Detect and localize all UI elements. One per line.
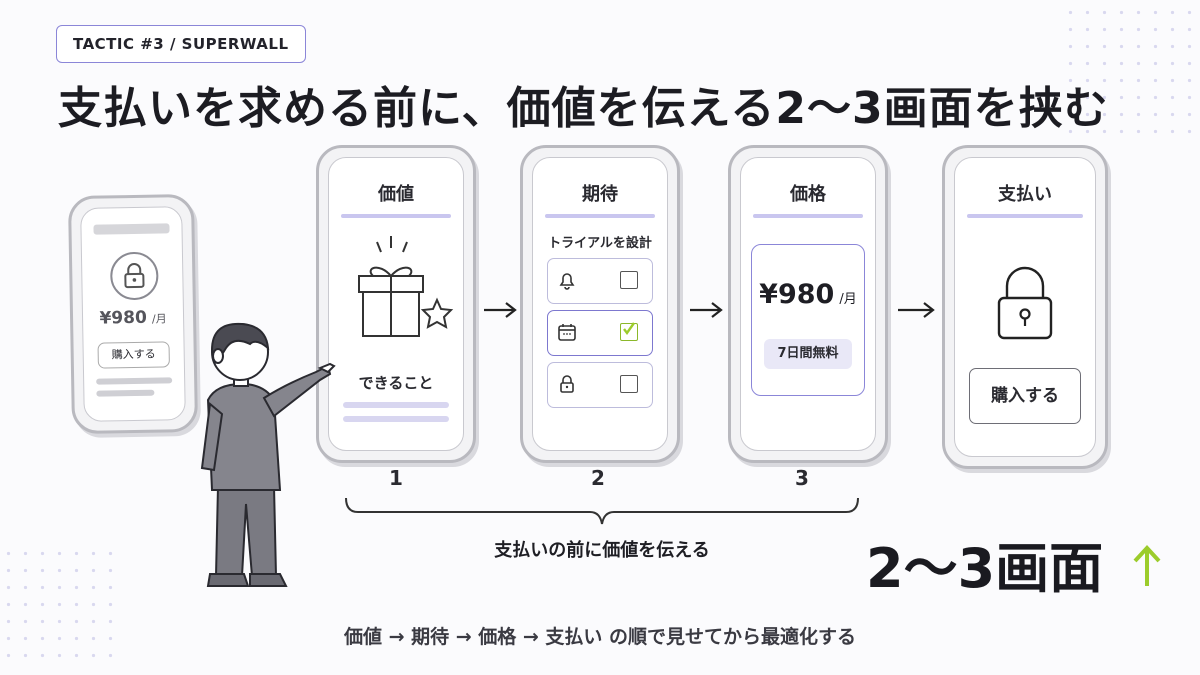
person-pointing-illustration xyxy=(200,322,336,587)
price-card-price-row: ¥980 /月 xyxy=(752,279,864,310)
footer-caption: 価値 → 期待 → 価格 → 支払い の順で見せてから最適化する xyxy=(343,626,857,648)
left-phone-price: ¥980 xyxy=(99,307,147,329)
trial-checkbox-2-checked[interactable] xyxy=(620,322,638,341)
left-phone-line-1 xyxy=(96,377,173,385)
phone-value-caption: できること xyxy=(358,374,434,392)
phone-value-screen: 価値 できること xyxy=(328,157,464,451)
phone-payment: 支払い 購入する xyxy=(942,145,1108,469)
phone-value: 価値 できること xyxy=(316,145,476,463)
phone-value-accent-bar xyxy=(341,214,451,218)
phone-expectation-accent-bar xyxy=(545,214,655,218)
bell-icon xyxy=(559,273,575,290)
big-screen-count: 2〜3画面 xyxy=(866,537,1104,600)
phone-expectation: 期待 トライアルを設計 xyxy=(520,145,680,463)
left-phone-unit: /月 xyxy=(151,312,167,326)
left-phone-screen: ¥980 /月 購入する xyxy=(80,206,186,422)
left-paywall-phone: ¥980 /月 購入する xyxy=(67,193,199,435)
left-phone-lock-circle xyxy=(109,251,159,301)
step-number-1: 1 xyxy=(389,466,403,490)
phone-payment-title: 支払い xyxy=(998,184,1052,205)
bracket-brace xyxy=(345,497,859,525)
arrow-right-1 xyxy=(484,302,517,318)
price-card: ¥980 /月 7日間無料 xyxy=(751,244,865,396)
check-icon xyxy=(623,322,635,336)
phone-expectation-screen: 期待 トライアルを設計 xyxy=(532,157,668,451)
page-title: 支払いを求める前に、価値を伝える2〜3画面を挟む xyxy=(58,83,1109,134)
free-trial-badge: 7日間無料 xyxy=(764,339,852,369)
trial-checkbox-3[interactable] xyxy=(620,375,638,393)
phone-value-title: 価値 xyxy=(378,184,414,205)
price-card-unit: /月 xyxy=(839,292,857,307)
trial-option-row-calendar[interactable] xyxy=(547,310,653,356)
left-phone-buy-button[interactable]: 購入する xyxy=(97,341,170,369)
phone-expectation-subtitle: トライアルを設計 xyxy=(548,236,652,251)
buy-button[interactable]: 購入する xyxy=(969,368,1081,424)
left-phone-header-bar xyxy=(93,223,170,235)
arrow-up-icon xyxy=(1133,545,1161,586)
phone-expectation-title: 期待 xyxy=(582,184,618,205)
lock-icon xyxy=(124,262,145,289)
phone-value-line-2 xyxy=(343,416,449,422)
phone-value-line-1 xyxy=(343,402,449,408)
phone-payment-accent-bar xyxy=(967,214,1083,218)
phone-price: 価格 ¥980 /月 7日間無料 xyxy=(728,145,888,463)
phone-price-accent-bar xyxy=(753,214,863,218)
lock-icon xyxy=(560,375,574,393)
calendar-icon xyxy=(558,324,576,341)
tactic-tag: TACTIC #3 / SUPERWALL xyxy=(56,25,306,63)
phone-payment-screen: 支払い 購入する xyxy=(954,157,1096,457)
left-phone-price-row: ¥980 /月 xyxy=(83,307,183,329)
tactic-tag-text: TACTIC #3 / SUPERWALL xyxy=(73,35,289,53)
brace-label: 支払いの前に価値を伝える xyxy=(494,540,710,561)
trial-option-row-bell[interactable] xyxy=(547,258,653,304)
step-number-3: 3 xyxy=(795,466,809,490)
left-phone-line-2 xyxy=(96,389,155,397)
arrow-right-3 xyxy=(898,302,935,318)
phone-price-screen: 価格 ¥980 /月 7日間無料 xyxy=(740,157,876,451)
trial-checkbox-1[interactable] xyxy=(620,271,638,289)
dot-pattern-bottom-left xyxy=(0,545,120,665)
trial-option-row-lock[interactable] xyxy=(547,362,653,408)
step-number-2: 2 xyxy=(591,466,605,490)
price-card-price: ¥980 xyxy=(759,279,835,310)
arrow-right-2 xyxy=(690,302,723,318)
phone-price-title: 価格 xyxy=(790,184,826,205)
gift-star-icon xyxy=(358,236,454,337)
dot-pattern-top-right xyxy=(1062,4,1198,134)
padlock-icon xyxy=(997,266,1053,340)
